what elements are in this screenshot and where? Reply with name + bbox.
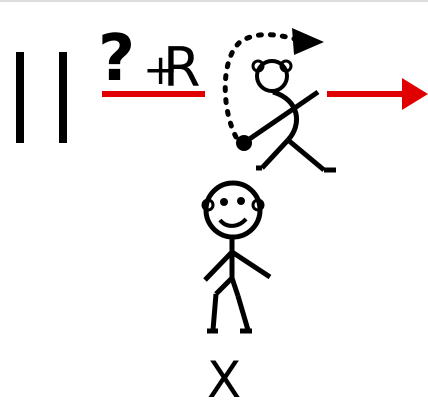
double-bar-icon [20,52,63,143]
triangle-icon [292,28,324,55]
x-letter: X [207,351,241,403]
arrow-right-icon [327,78,428,110]
swinging-figure-icon [225,28,336,170]
r-letter: R [163,36,201,99]
standing-figure-icon [203,183,270,331]
question-mark: ? [98,22,135,96]
